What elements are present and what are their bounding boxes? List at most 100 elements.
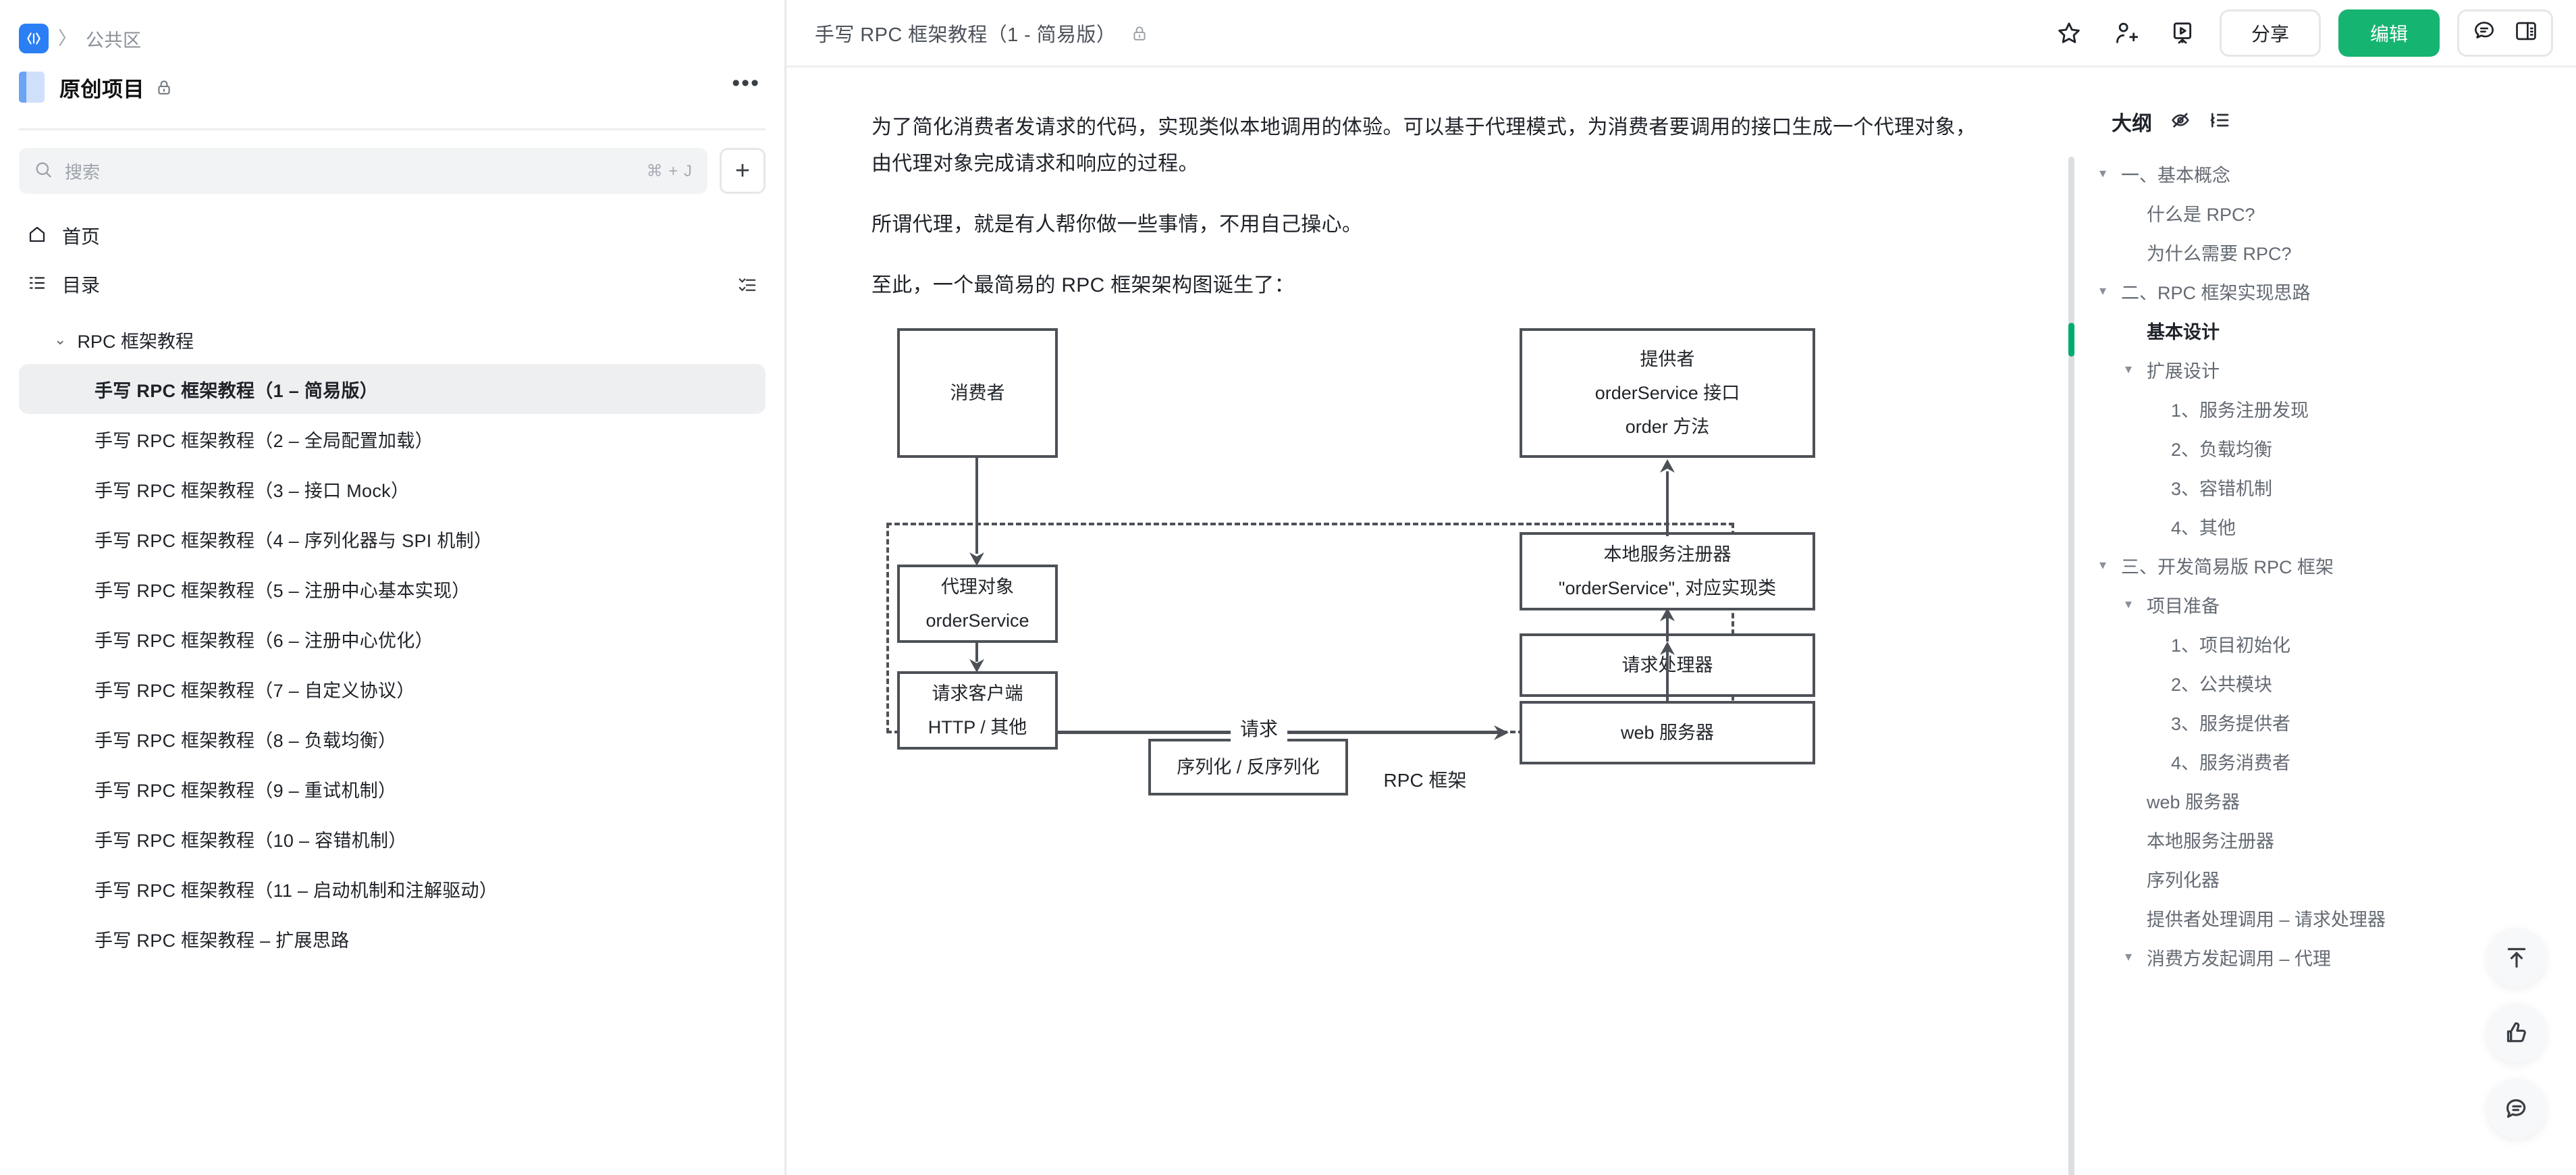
- outline-item[interactable]: 序列化器: [2070, 859, 2549, 898]
- outline-scroll-track[interactable]: [2068, 157, 2074, 1175]
- outline-item[interactable]: 基本设计: [2070, 311, 2549, 350]
- search-row: 搜索 ⌘ + J +: [0, 130, 784, 194]
- outline-item[interactable]: 1、项目初始化: [2070, 624, 2549, 663]
- chevron-down-icon[interactable]: ▾: [2099, 558, 2107, 573]
- outline-item[interactable]: ▾项目准备: [2070, 585, 2549, 624]
- tree-item[interactable]: 手写 RPC 框架教程（4 – 序列化器与 SPI 机制）: [95, 530, 493, 551]
- edge-label-request: 请求: [1231, 714, 1288, 741]
- workspace-logo-icon[interactable]: [19, 24, 49, 53]
- outline-item[interactable]: 1、服务注册发现: [2070, 389, 2549, 428]
- outline-item[interactable]: ▾三、开发简易版 RPC 框架: [2070, 546, 2549, 585]
- outline-item-label: 2、公共模块: [2171, 674, 2273, 695]
- search-placeholder: 搜索: [65, 161, 101, 182]
- lock-icon: [155, 78, 173, 96]
- diagram-label-consumer: 消费者: [950, 383, 1005, 403]
- chevron-down-icon[interactable]: ▾: [2124, 362, 2132, 377]
- outline-item-label: 3、服务提供者: [2171, 713, 2291, 734]
- tree-item[interactable]: 手写 RPC 框架教程（1 – 简易版）: [19, 364, 766, 414]
- present-icon[interactable]: [2163, 14, 2202, 53]
- breadcrumb: 〉 公共区: [0, 0, 784, 58]
- sidebar-item-catalog[interactable]: 目录: [19, 260, 766, 309]
- tree-item[interactable]: 手写 RPC 框架教程（7 – 自定义协议）: [95, 680, 415, 701]
- search-shortcut: ⌘ + J: [646, 161, 693, 180]
- page-title: 手写 RPC 框架教程（1 - 简易版）: [815, 24, 1117, 46]
- tree-item[interactable]: 手写 RPC 框架教程（9 – 重试机制）: [95, 780, 397, 801]
- outline-item[interactable]: web 服务器: [2070, 781, 2549, 820]
- arrowhead-consumer-proxy: [969, 552, 984, 566]
- right-tools-group: [2457, 9, 2553, 57]
- document-content: 为了简化消费者发请求的代码，实现类似本地调用的体验。可以基于代理模式，为消费者要…: [786, 68, 2049, 1175]
- tree-item[interactable]: 手写 RPC 框架教程（5 – 注册中心基本实现）: [95, 580, 471, 601]
- diagram-box-web-server: web 服务器: [1520, 701, 1815, 764]
- outline-item[interactable]: 提供者处理调用 – 请求处理器: [2070, 898, 2549, 937]
- eye-off-icon[interactable]: [2170, 109, 2191, 134]
- tree-item[interactable]: 手写 RPC 框架教程（8 – 负载均衡）: [95, 730, 397, 751]
- project-more-button[interactable]: •••: [732, 70, 760, 97]
- outline-item-label: 序列化器: [2147, 870, 2220, 891]
- outline-item[interactable]: 本地服务注册器: [2070, 820, 2549, 859]
- diagram-box-serializer: 序列化 / 反序列化: [1148, 739, 1348, 795]
- thumbs-up-icon[interactable]: [2487, 1003, 2546, 1063]
- tree-item[interactable]: 手写 RPC 框架教程（11 – 启动机制和注解驱动）: [95, 880, 498, 901]
- comment-icon[interactable]: [2471, 18, 2497, 47]
- main-area: 手写 RPC 框架教程（1 - 简易版）: [786, 0, 2576, 1175]
- outline-item-label: web 服务器: [2147, 791, 2240, 812]
- comment-bubble-icon[interactable]: [2487, 1079, 2546, 1139]
- tree-group-rpc[interactable]: ⌄ RPC 框架教程: [19, 315, 766, 364]
- outline-item-label: 4、其他: [2171, 517, 2236, 538]
- tree-item[interactable]: 手写 RPC 框架教程（6 – 注册中心优化）: [95, 630, 433, 651]
- chevron-down-icon[interactable]: ▾: [2124, 949, 2132, 964]
- sidebar-toggle-icon[interactable]: [2513, 18, 2539, 47]
- outline-item[interactable]: 4、服务消费者: [2070, 741, 2549, 781]
- outline-item[interactable]: 2、公共模块: [2070, 663, 2549, 702]
- tree-item[interactable]: 手写 RPC 框架教程（3 – 接口 Mock）: [95, 480, 410, 501]
- topbar: 手写 RPC 框架教程（1 - 简易版）: [786, 0, 2576, 68]
- outline-item[interactable]: ▾二、RPC 框架实现思路: [2070, 271, 2549, 311]
- paragraph-2: 所谓代理，就是有人帮你做一些事情，不用自己操心。: [871, 213, 1363, 236]
- outline-item[interactable]: 2、负载均衡: [2070, 428, 2549, 467]
- outline-item-label: 一、基本概念: [2121, 165, 2230, 186]
- share-button[interactable]: 分享: [2220, 9, 2321, 57]
- edge-registry-to-provider: [1666, 471, 1669, 536]
- tree-item[interactable]: 手写 RPC 框架教程（10 – 容错机制）: [95, 830, 407, 851]
- project-header[interactable]: 原创项目 •••: [0, 58, 784, 116]
- sidebar-item-catalog-label: 目录: [62, 275, 101, 296]
- outline-item[interactable]: ▾扩展设计: [2070, 350, 2549, 389]
- star-icon[interactable]: [2049, 14, 2089, 53]
- outline-item[interactable]: ▾ 一、基本概念: [2070, 154, 2549, 193]
- outline-item-label: 本地服务注册器: [2147, 831, 2274, 852]
- chevron-down-icon[interactable]: ▾: [2124, 597, 2132, 612]
- paragraph-1: 为了简化消费者发请求的代码，实现类似本地调用的体验。可以基于代理模式，为消费者要…: [871, 116, 1977, 175]
- search-input[interactable]: 搜索 ⌘ + J: [19, 148, 707, 194]
- outline-item[interactable]: 3、容错机制: [2070, 467, 2549, 506]
- diagram-box-proxy: 代理对象 orderService: [897, 565, 1058, 643]
- tree-item[interactable]: 手写 RPC 框架教程（2 – 全局配置加载）: [95, 430, 433, 451]
- outline-item[interactable]: ▾消费方发起调用 – 代理: [2070, 937, 2549, 976]
- chevron-down-icon[interactable]: ⌄: [54, 331, 67, 348]
- outline-active-marker: [2068, 323, 2074, 357]
- outline-item[interactable]: 什么是 RPC?: [2070, 193, 2549, 232]
- collapse-list-icon[interactable]: [737, 274, 757, 294]
- outline-item[interactable]: 为什么需要 RPC?: [2070, 232, 2549, 271]
- edge-handler-to-registry: [1666, 615, 1669, 642]
- breadcrumb-workspace[interactable]: 公共区: [86, 30, 142, 51]
- search-icon: [34, 160, 53, 182]
- tree-item[interactable]: 手写 RPC 框架教程 – 扩展思路: [95, 930, 350, 951]
- back-to-top-icon[interactable]: [2487, 928, 2546, 987]
- edit-button[interactable]: 编辑: [2338, 9, 2440, 57]
- add-button[interactable]: +: [720, 148, 766, 194]
- diagram-label-webserver: web 服务器: [1620, 723, 1715, 743]
- chevron-down-icon[interactable]: ▾: [2099, 284, 2107, 298]
- outline-item[interactable]: 3、服务提供者: [2070, 702, 2549, 741]
- sidebar-item-home[interactable]: 首页: [19, 211, 766, 260]
- diagram-label-provider-3: order 方法: [1625, 417, 1710, 437]
- collapse-outline-icon[interactable]: [2209, 109, 2230, 134]
- chevron-down-icon[interactable]: ▾: [2099, 166, 2107, 181]
- outline-item-label: 为什么需要 RPC?: [2147, 243, 2292, 264]
- outline-item[interactable]: 4、其他: [2070, 506, 2549, 546]
- add-user-icon[interactable]: [2106, 14, 2145, 53]
- breadcrumb-separator: 〉: [58, 28, 76, 49]
- list-tree-icon: [27, 273, 47, 296]
- diagram-label-client-1: 请求客户端: [932, 683, 1023, 704]
